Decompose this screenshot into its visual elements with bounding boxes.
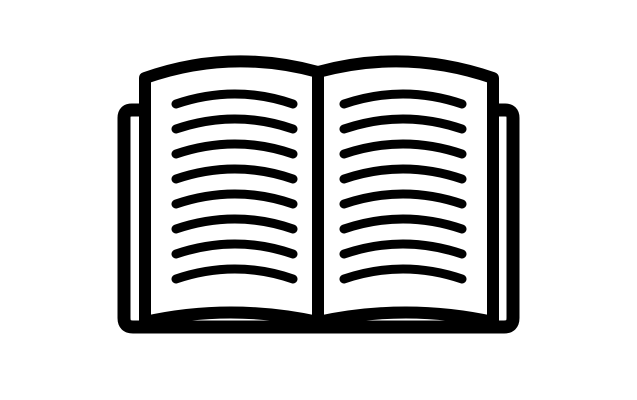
left-text-line: [171, 189, 298, 209]
right-text-line: [339, 164, 467, 184]
right-text-line: [339, 214, 467, 234]
right-page-text-lines: [339, 89, 467, 284]
left-page-text-lines: [171, 89, 298, 284]
right-text-line: [339, 189, 467, 209]
left-text-line: [171, 89, 298, 109]
left-text-line: [171, 239, 298, 259]
book-left-page: [139, 55, 324, 328]
right-text-line: [339, 114, 467, 134]
right-text-line: [339, 239, 467, 259]
right-text-line: [339, 264, 467, 284]
left-text-line: [171, 139, 298, 159]
left-text-line: [171, 264, 298, 284]
book-right-page: [312, 55, 499, 328]
left-text-line: [171, 114, 298, 134]
right-text-line: [339, 89, 467, 109]
left-text-line: [171, 214, 298, 234]
left-text-line: [171, 164, 298, 184]
right-text-line: [339, 139, 467, 159]
